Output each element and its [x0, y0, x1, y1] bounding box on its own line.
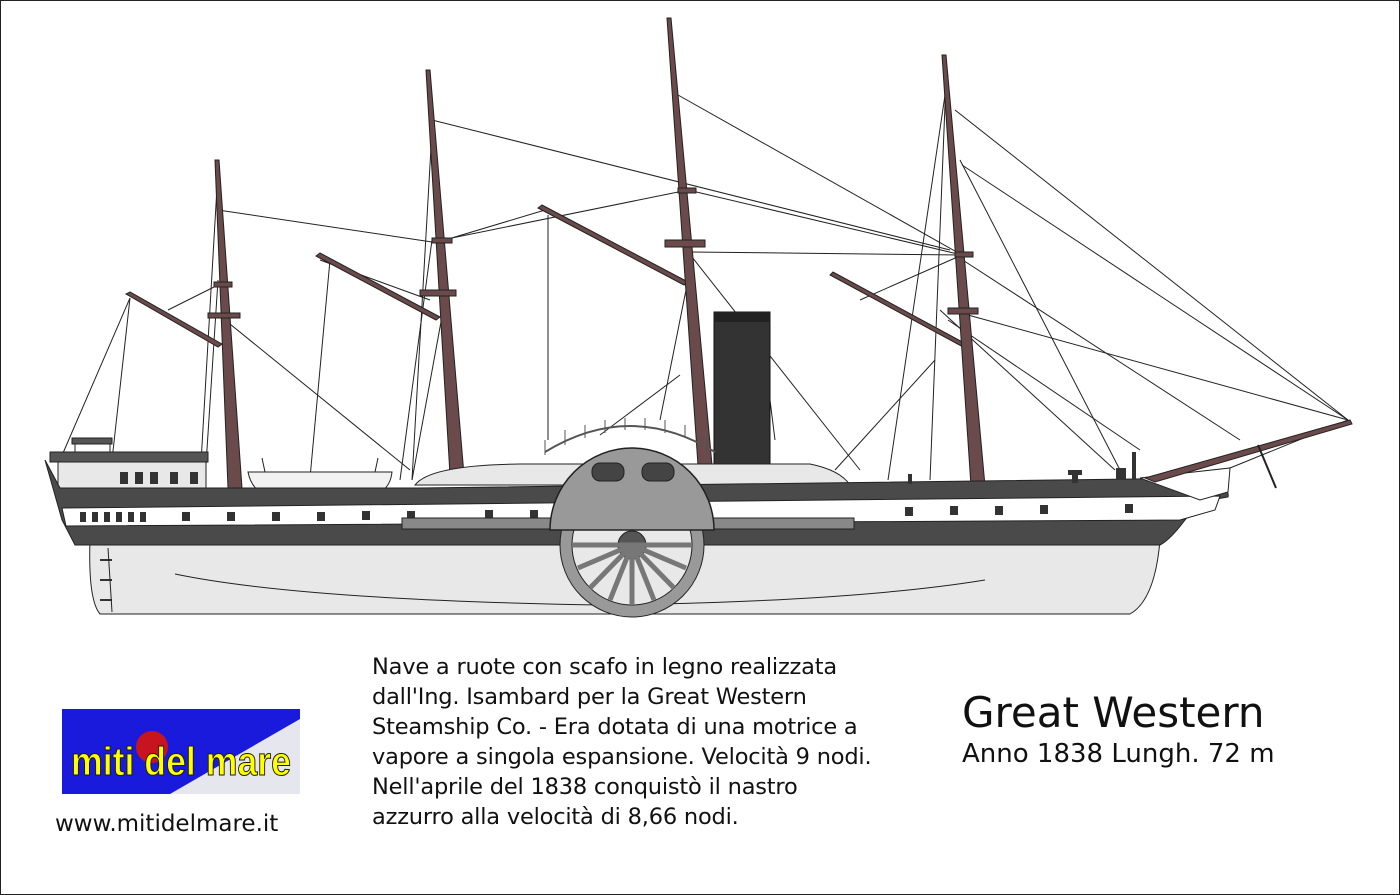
description-line: azzurro alla velocità di 8,66 nodi. — [372, 804, 739, 830]
ship-illustration — [44, 17, 1353, 618]
ship-description: Nave a ruote con scafo in legno realizza… — [372, 652, 952, 832]
miti-del-mare-logo: miti del mare — [62, 709, 300, 794]
funnel — [713, 311, 771, 471]
ship-name: Great Western — [962, 688, 1265, 737]
description-line: Nell'aprile del 1838 conquistò il nastro — [372, 774, 798, 800]
crosstrees — [207, 187, 979, 319]
description-line: dall'Ing. Isambard per la Great Western — [372, 684, 807, 710]
rigging-lines — [59, 74, 1349, 481]
masts — [214, 17, 986, 489]
stern-house — [49, 437, 209, 489]
description-line: Nave a ruote con scafo in legno realizza… — [372, 654, 837, 680]
description-line: vapore a singola espansione. Velocità 9 … — [372, 744, 872, 770]
description-line: Steamship Co. - Era dotata di una motric… — [372, 714, 858, 740]
logo-text: miti del mare — [71, 740, 291, 784]
portholes — [80, 504, 1133, 522]
ship-specs: Anno 1838 Lungh. 72 m — [962, 739, 1275, 769]
website-url: www.mitidelmare.it — [55, 811, 279, 837]
